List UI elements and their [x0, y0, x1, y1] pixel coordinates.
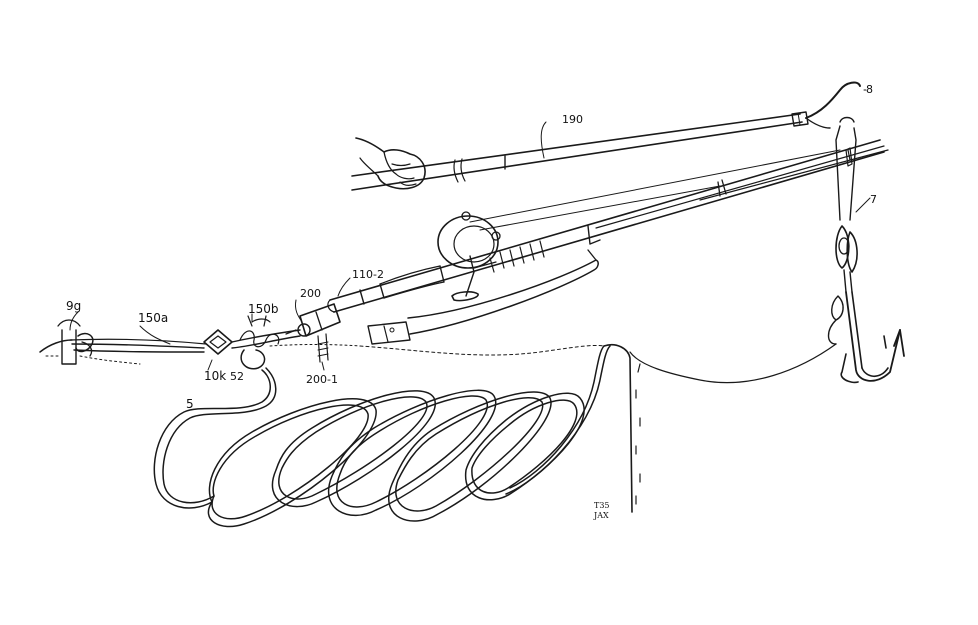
label-line-segment-b: 150b — [248, 302, 279, 316]
label-mount-base: 200-1 — [306, 373, 338, 386]
label-line-segment-a: 150a — [138, 311, 168, 325]
rod-holder — [367, 249, 599, 345]
ground-stake — [39, 319, 361, 365]
label-rod-butt: 110-2 — [352, 268, 384, 281]
label-hook-leader: 7 — [870, 193, 877, 206]
label-knot: 10k — [204, 369, 226, 383]
hand — [355, 137, 426, 190]
treble-hook — [840, 291, 905, 384]
label-gaff-pole: 190 — [562, 113, 583, 126]
signature-line1: T35 — [594, 501, 610, 510]
callout-lines — [69, 89, 871, 371]
dock-edge — [359, 343, 641, 513]
reel — [437, 211, 501, 302]
fishing-rod — [327, 139, 889, 313]
label-coiled-line: 5 — [186, 397, 194, 411]
label-snap-device: 200 — [300, 287, 321, 300]
gaff-pole — [351, 81, 861, 191]
line-segments — [69, 315, 301, 370]
signature-line2: JAX — [593, 511, 609, 520]
hook-leader — [827, 116, 858, 345]
label-stake: 9g — [66, 299, 81, 313]
coiled-line — [153, 345, 611, 528]
leader-line — [629, 343, 837, 384]
label-loop: 52 — [230, 370, 244, 383]
label-gaff-hook: 8 — [866, 83, 873, 96]
artist-signature: T35 JAX — [593, 501, 610, 520]
snap-device — [285, 303, 341, 363]
